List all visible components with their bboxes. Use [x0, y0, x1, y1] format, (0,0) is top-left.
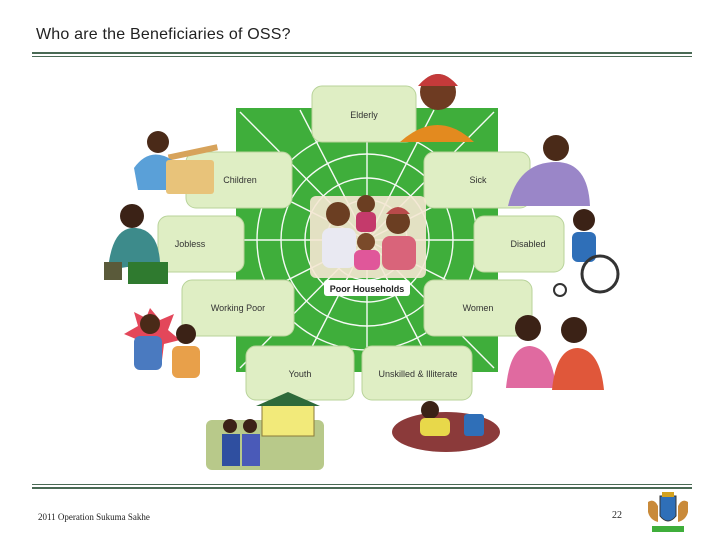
footer-text: 2011 Operation Sukuma Sakhe	[38, 512, 150, 522]
youth-illustration	[206, 392, 324, 470]
label-working-poor: Working Poor	[211, 303, 265, 313]
label-jobless: Jobless	[175, 239, 206, 249]
women-illustration	[506, 315, 604, 390]
unskilled-illustration	[392, 401, 500, 452]
center-label: Poor Households	[330, 284, 405, 294]
label-disabled: Disabled	[510, 239, 545, 249]
footer-rule	[32, 487, 692, 489]
label-elderly: Elderly	[350, 110, 378, 120]
label-women: Women	[463, 303, 494, 313]
footer-rule-thin	[32, 484, 692, 485]
coat-of-arms-icon	[640, 488, 696, 538]
page-number: 22	[612, 510, 622, 521]
label-youth: Youth	[289, 369, 312, 379]
family-illustration	[310, 195, 426, 278]
label-sick: Sick	[469, 175, 487, 185]
children-illustration	[134, 131, 218, 194]
label-unskilled: Unskilled & Illiterate	[378, 369, 457, 379]
label-children: Children	[223, 175, 257, 185]
